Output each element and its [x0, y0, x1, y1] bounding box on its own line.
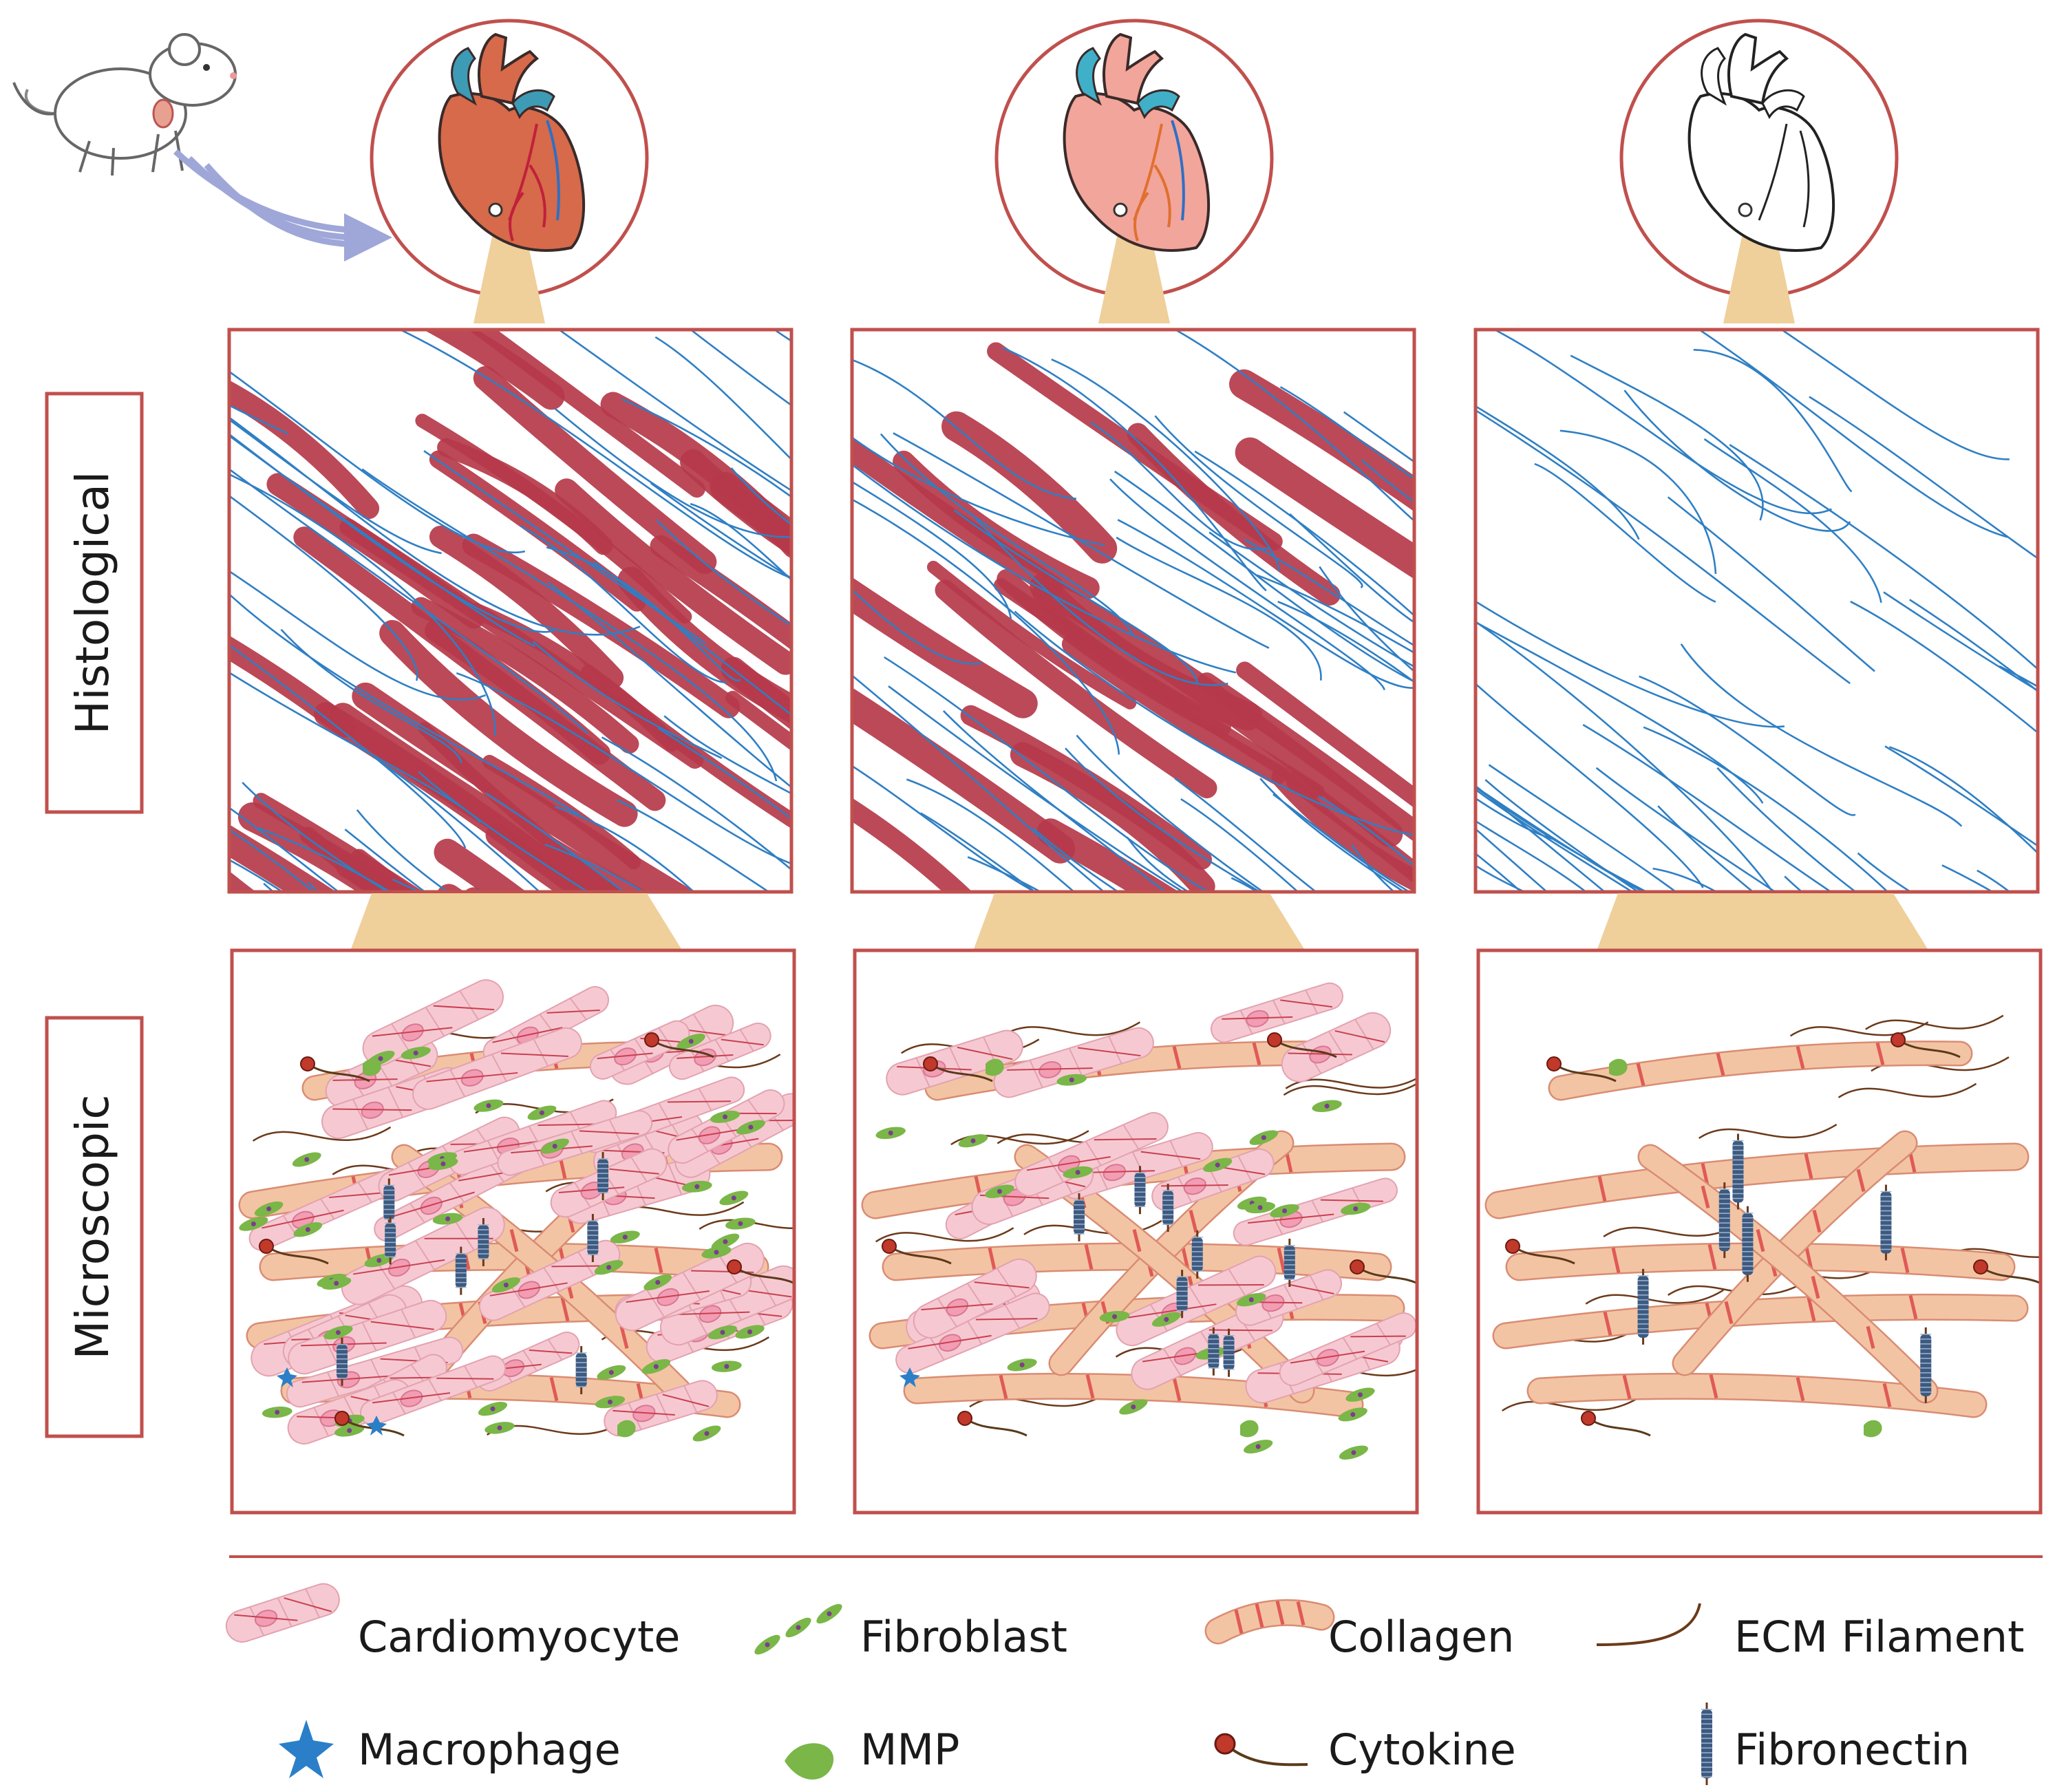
legend-item-ecm-filament: ECM Filament	[1596, 1603, 2024, 1662]
legend-label: Cytokine	[1328, 1725, 1516, 1775]
legend-label: Macrophage	[358, 1725, 621, 1775]
ecm-filament-icon	[1596, 1603, 1701, 1646]
row-label-histological: Histological	[45, 392, 144, 814]
histological-panel-decellularized	[1473, 328, 2040, 894]
cytokine-icon	[1214, 1733, 1308, 1767]
fibroblast-icon	[754, 1603, 842, 1655]
zoom-connectors-middle	[351, 893, 1928, 949]
heart-native-icon	[438, 32, 586, 252]
legend-item-fibronectin: Fibronectin	[1701, 1703, 1970, 1785]
mouse-icon	[12, 33, 237, 176]
legend-label: Cardiomyocyte	[358, 1612, 680, 1662]
cardiomyocyte-icon	[225, 1583, 340, 1643]
collagen-icon	[1204, 1599, 1335, 1645]
macrophage-icon	[279, 1720, 334, 1778]
mmp-icon	[785, 1743, 834, 1780]
legend-item-mmp: MMP	[785, 1725, 959, 1780]
row-label-microscopic-text: Microscopic	[66, 1094, 119, 1359]
microscopic-panel-partially-decellularized	[853, 948, 1419, 1515]
row-label-histological-text: Histological	[66, 471, 119, 735]
transfer-arrow	[173, 149, 392, 262]
heart-partial-icon	[1063, 32, 1211, 252]
legend-item-collagen: Collagen	[1204, 1599, 1514, 1662]
legend-label: MMP	[860, 1725, 959, 1775]
legend-label: ECM Filament	[1734, 1612, 2024, 1662]
heart-decellularized-icon	[1687, 32, 1835, 252]
microscopic-panel-decellularized	[1476, 948, 2043, 1515]
legend-label: Collagen	[1328, 1612, 1514, 1662]
legend: Cardiomyocyte Fibroblast Collagen ECM Filam…	[225, 1583, 2024, 1785]
zoom-connectors-top	[473, 227, 1795, 323]
legend-item-cardiomyocyte: Cardiomyocyte	[225, 1583, 680, 1662]
legend-label: Fibroblast	[860, 1612, 1067, 1662]
legend-item-macrophage: Macrophage	[279, 1720, 621, 1778]
row-label-microscopic: Microscopic	[45, 1016, 144, 1438]
legend-label: Fibronectin	[1734, 1725, 1970, 1775]
histological-panel-partially-decellularized	[850, 328, 1416, 894]
microscopic-panel-native	[230, 948, 796, 1515]
fibronectin-icon	[1701, 1703, 1712, 1785]
histological-panel-native	[227, 328, 794, 894]
legend-item-cytokine: Cytokine	[1214, 1725, 1516, 1775]
legend-item-fibroblast: Fibroblast	[754, 1603, 1067, 1662]
